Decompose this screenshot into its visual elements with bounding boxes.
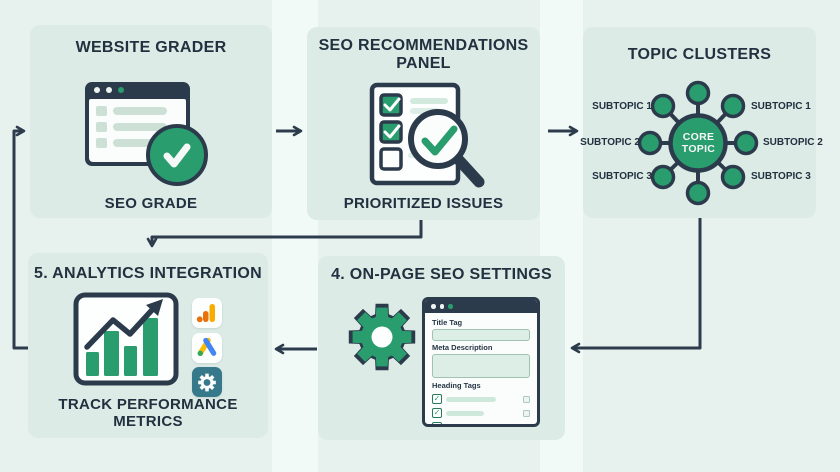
prioritized-issues-caption: PRIORITIZED ISSUES: [343, 195, 504, 212]
seo-settings-panel: Title Tag Meta Description Heading Tags …: [422, 297, 540, 427]
heading-tag-row: ✓: [432, 422, 530, 424]
analytics-title: 5. ANALYTICS INTEGRATION: [34, 265, 262, 282]
subtopic-right-1: SUBTOPIC 1: [751, 101, 811, 112]
title-tag-field: [432, 329, 530, 341]
mini-checkbox-icon: [523, 395, 530, 403]
onpage-title: 4. ON-PAGE SEO SETTINGS: [331, 266, 552, 283]
heading-tags-label: Heading Tags: [432, 381, 481, 390]
google-ads-icon: [192, 333, 222, 363]
track-performance-caption: TRACK PERFORMANCE METRICS: [58, 396, 238, 431]
topic-clusters-title: TOPIC CLUSTERS: [627, 46, 772, 63]
seo-recommendations-box: SEO RECOMMENDATIONS PANEL PRIORITIZED IS…: [307, 27, 540, 220]
gear-icon: [348, 303, 416, 371]
topic-clusters-box: TOPIC CLUSTERS: [580, 27, 823, 218]
heading-tag-row: ✓: [432, 408, 530, 418]
subtopic-right-2: SUBTOPIC 2: [763, 137, 823, 148]
onpage-seo-settings-box: 4. ON-PAGE SEO SETTINGS Title Tag Meta D…: [318, 256, 565, 440]
google-analytics-icon: [192, 298, 222, 328]
checklist-magnifier-icon: [369, 82, 485, 188]
core-topic-label: CORE TOPIC: [681, 131, 716, 156]
growth-chart-icon: [73, 292, 179, 386]
settings-gear-app-icon: [192, 367, 222, 397]
heading-tag-row: ✓: [432, 394, 530, 404]
mini-checkbox-icon: [523, 409, 530, 417]
mini-checkbox-icon: [523, 423, 530, 424]
seo-recommendations-title: SEO RECOMMENDATIONS PANEL: [318, 37, 529, 72]
subtopic-right-3: SUBTOPIC 3: [751, 171, 811, 182]
seo-grade-caption: SEO GRADE: [104, 195, 198, 212]
checkbox-checked-icon: ✓: [432, 422, 442, 424]
subtopic-left-3: SUBTOPIC 3: [592, 171, 652, 182]
website-grader-box: WEBSITE GRADER SEO GRADE: [30, 25, 272, 218]
arrow-clusters-to-onpage: [570, 218, 702, 354]
panel-header: [425, 300, 537, 313]
green-check-circle-icon: [146, 124, 208, 186]
browser-dots: [94, 87, 124, 93]
meta-description-label: Meta Description: [432, 343, 493, 352]
checkbox-checked-icon: ✓: [432, 394, 442, 404]
subtopic-left-1: SUBTOPIC 1: [592, 101, 652, 112]
hub-spoke-cluster-icon: [637, 80, 759, 206]
meta-description-field: [432, 354, 530, 378]
website-grader-title: WEBSITE GRADER: [75, 39, 227, 56]
checkbox-checked-icon: ✓: [432, 408, 442, 418]
subtopic-left-2: SUBTOPIC 2: [580, 137, 640, 148]
analytics-integration-box: 5. ANALYTICS INTEGRATION: [28, 253, 268, 438]
title-tag-label: Title Tag: [432, 318, 463, 327]
arrow-analytics-to-grader: [12, 125, 28, 350]
